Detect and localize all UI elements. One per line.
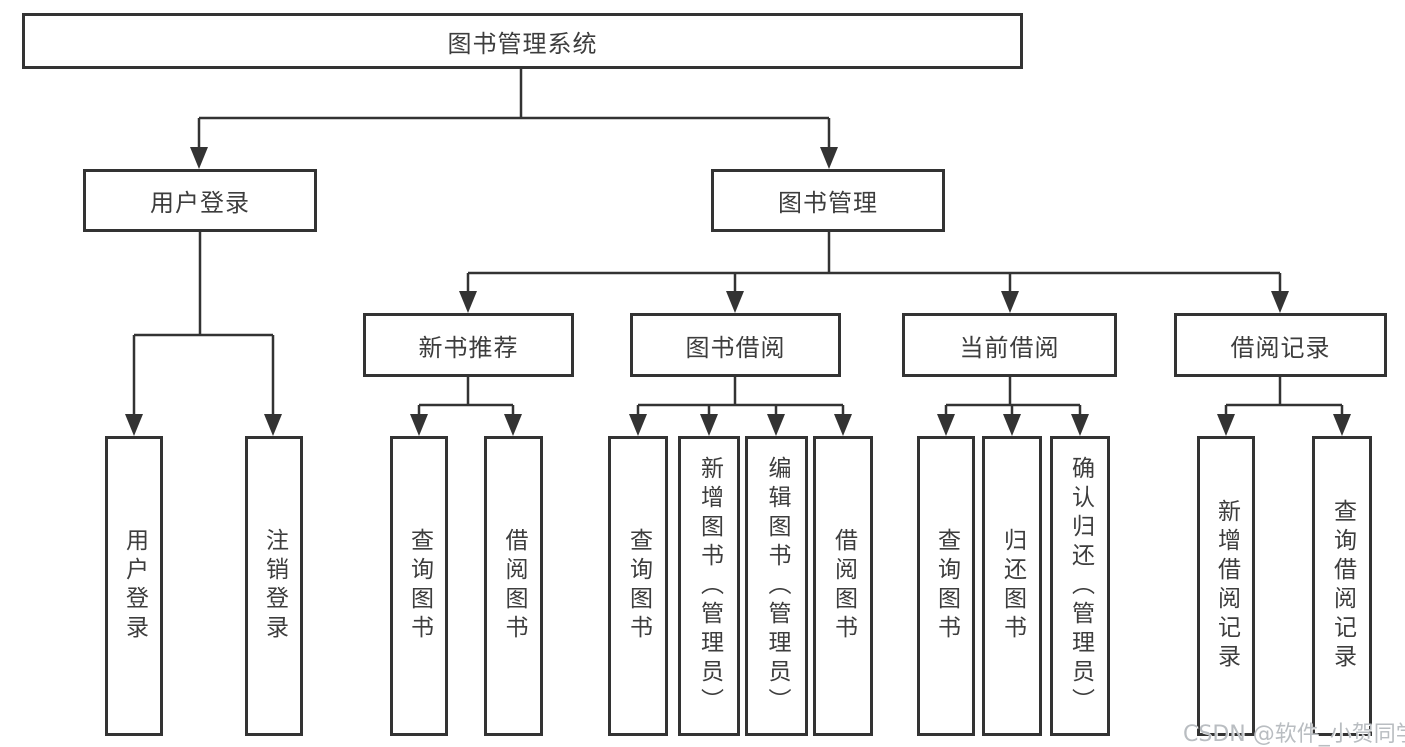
csdn-watermark: CSDN @软件_小贺同学 bbox=[1183, 722, 1405, 747]
edge-newbook-to-leaves bbox=[417, 377, 515, 416]
leaf-add-borrow-record: 新增借阅记录 bbox=[1197, 436, 1255, 736]
arrowhead bbox=[1003, 414, 1021, 436]
arrowheads bbox=[125, 147, 1351, 436]
edge-currentborrow-to-leaves bbox=[944, 377, 1082, 416]
arrowhead bbox=[459, 291, 477, 313]
arrowhead bbox=[700, 414, 718, 436]
node-current-borrowing: 当前借阅 bbox=[902, 313, 1117, 377]
leaf-confirm-return-admin: 确认归还（管理员） bbox=[1050, 436, 1110, 736]
arrowhead bbox=[767, 414, 785, 436]
node-borrowing-records: 借阅记录 bbox=[1174, 313, 1387, 377]
edge-borrowrecord-to-leaves bbox=[1224, 377, 1344, 416]
node-book-management: 图书管理 bbox=[711, 169, 945, 232]
node-library-management-system: 图书管理系统 bbox=[22, 13, 1023, 69]
arrowhead bbox=[504, 414, 522, 436]
arrowhead bbox=[1001, 291, 1019, 313]
edge-root-to-level2 bbox=[197, 69, 831, 150]
arrowhead bbox=[1071, 414, 1089, 436]
edge-userlogin-to-leaves bbox=[132, 232, 275, 416]
leaf-edit-book-admin: 编辑图书（管理员） bbox=[745, 436, 808, 736]
edge-bookborrow-to-leaves bbox=[636, 377, 845, 416]
arrowhead bbox=[937, 414, 955, 436]
node-new-book-recommendation: 新书推荐 bbox=[363, 313, 574, 377]
arrowhead bbox=[629, 414, 647, 436]
arrowhead bbox=[264, 414, 282, 436]
arrowhead bbox=[820, 147, 838, 169]
leaf-user-login: 用户登录 bbox=[105, 436, 163, 736]
arrowhead bbox=[190, 147, 208, 169]
arrowhead bbox=[125, 414, 143, 436]
node-user-login: 用户登录 bbox=[83, 169, 317, 232]
arrowhead bbox=[410, 414, 428, 436]
edge-bookmgmt-to-level3 bbox=[466, 232, 1282, 293]
leaf-return-books: 归还图书 bbox=[982, 436, 1042, 736]
node-book-borrowing: 图书借阅 bbox=[630, 313, 841, 377]
arrowhead bbox=[1217, 414, 1235, 436]
leaf-query-books-current: 查询图书 bbox=[917, 436, 975, 736]
arrowhead bbox=[834, 414, 852, 436]
leaf-logout: 注销登录 bbox=[245, 436, 303, 736]
leaf-query-borrow-record: 查询借阅记录 bbox=[1312, 436, 1372, 736]
leaf-query-books-recommend: 查询图书 bbox=[390, 436, 448, 736]
arrowhead bbox=[1333, 414, 1351, 436]
leaf-borrow-books: 借阅图书 bbox=[813, 436, 873, 736]
arrowhead bbox=[1271, 291, 1289, 313]
leaf-borrow-books-recommend: 借阅图书 bbox=[484, 436, 543, 736]
leaf-add-book-admin: 新增图书（管理员） bbox=[678, 436, 740, 736]
arrowhead bbox=[726, 291, 744, 313]
leaf-query-books-borrow: 查询图书 bbox=[608, 436, 668, 736]
